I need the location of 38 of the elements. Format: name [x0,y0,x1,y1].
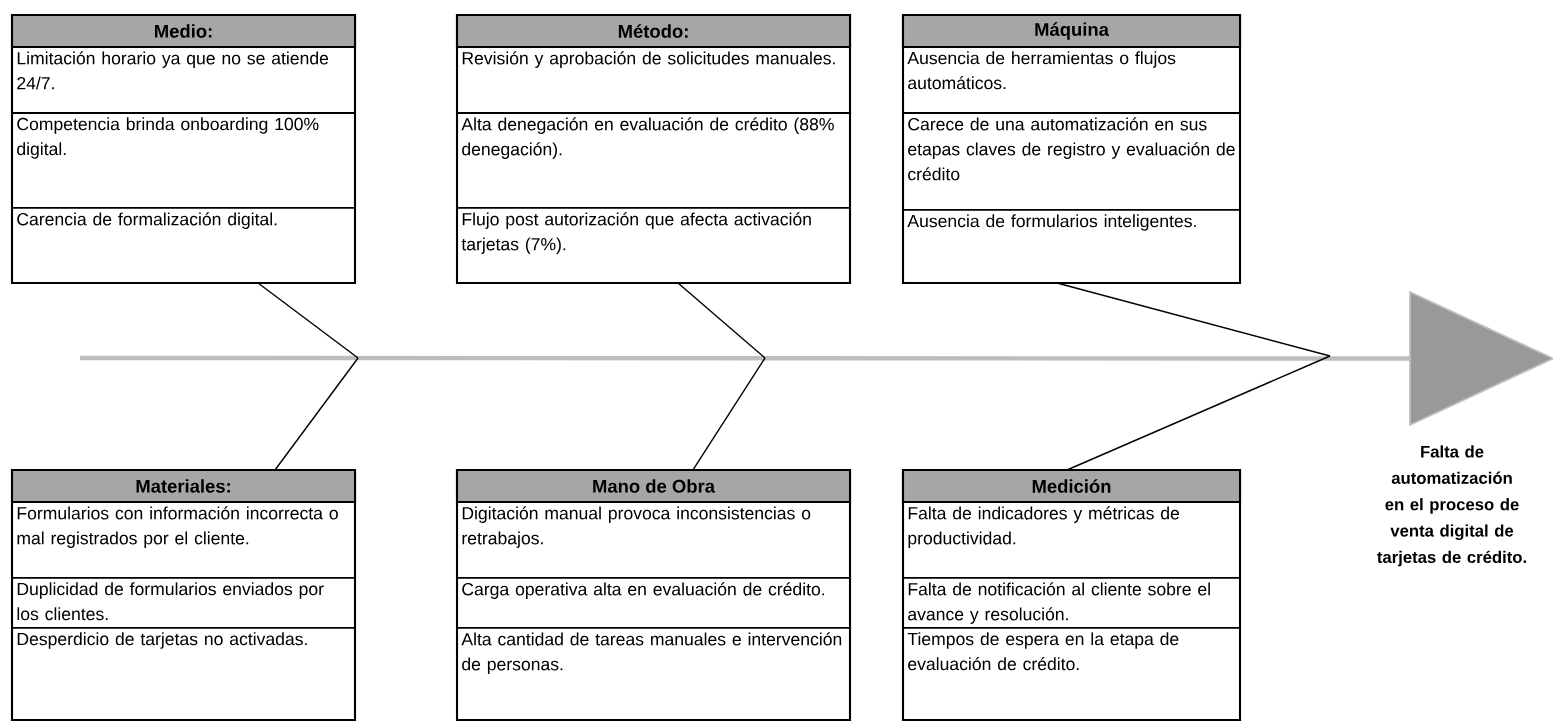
category-heading: Mano de Obra [593,479,716,493]
category-heading: Medición [1032,479,1111,493]
bone-line [692,357,766,471]
cause-text: Alta cantidad de tareas manuales e intervención de personas. [461,632,842,674]
cause-text: Falta de indicadores y métricas de productividad. [908,506,1179,548]
cause-text: Tiempos de espera en la etapa de evaluación de crédito. [907,632,1179,671]
spine-line [80,355,1410,361]
effect-label: Falta de automatización en el proceso de venta digital de tarjetas de crédito. [1377,445,1526,567]
bone-line [677,282,766,359]
cause-table [901,13,1242,285]
cause-table [901,468,1242,722]
cause-text: Alta denegación en evaluación de crédito (88% denegación). [461,117,834,159]
cause-text: Competencia brinda onboarding 100% digital. [17,117,319,159]
cause-text: Duplicidad de formularios enviados por los clientes. [17,582,324,621]
cause-text: Carece de una automatización en sus etapas claves de registro y evaluación de crédito [908,117,1235,181]
category-heading: Materiales: [136,479,230,493]
cause-table [455,13,852,285]
cause-text: Ausencia de herramientas o flujos automáticos. [907,51,1176,90]
cause-text: Carga operativa alta en evaluación de crédito. [462,582,825,599]
cause-text: Falta de notificación al cliente sobre el avance y resolución. [908,582,1210,624]
cause-text: Desperdicio de tarjetas no activadas. [17,632,307,649]
bone-line [1056,282,1331,357]
cause-text: Revisión y aprobación de solicitudes manuales. [462,51,835,68]
cause-text: Flujo post autorización que afecta activación tarjetas (7%). [461,212,811,254]
bone-line [274,357,359,471]
category-heading: Máquina [1035,22,1110,40]
bone-line [257,282,359,359]
cause-table [10,13,357,285]
cause-text: Formularios con información incorrecta o mal registrados por el cliente. [17,506,338,548]
cause-text: Carencia de formalización digital. [17,212,277,229]
category-heading: Método: [618,24,688,38]
cause-text: Digitación manual provoca inconsistencias o retrabajos. [462,506,811,548]
cause-table [455,468,852,722]
bone-line [1066,355,1331,471]
cause-table [10,468,357,722]
cause-text: Ausencia de formularios inteligentes. [907,214,1196,231]
cause-text: Limitación horario ya que no se atiende 24/7. [17,51,329,90]
category-heading: Medio: [155,24,212,38]
